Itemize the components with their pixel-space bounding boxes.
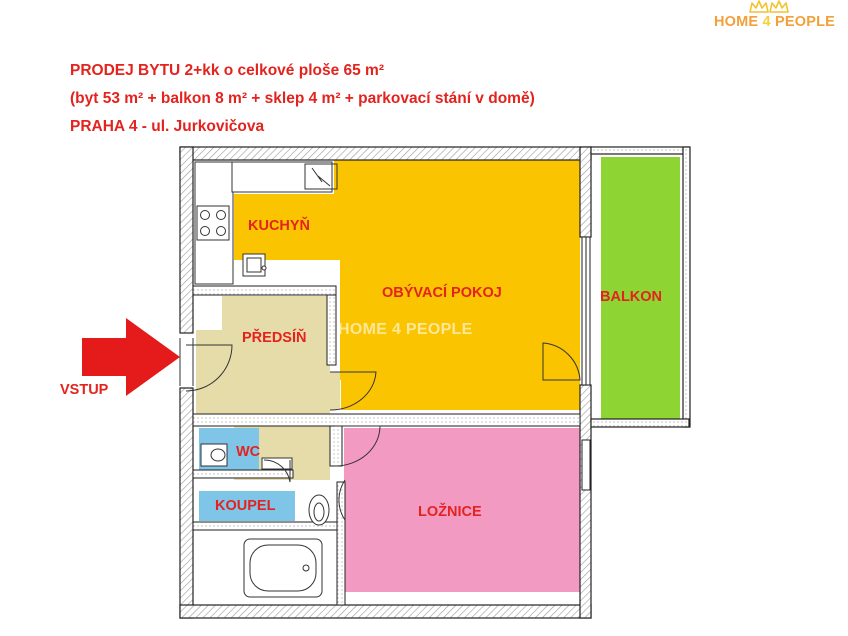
room-label-living: OBÝVACÍ POKOJ (382, 285, 502, 301)
room-label-wc: WC (236, 444, 261, 460)
bedroom-area (344, 428, 580, 592)
arrow-right-icon (82, 318, 180, 396)
watermark: HOME 4 PEOPLE (338, 321, 473, 338)
hallway-area (196, 296, 340, 480)
listing-title: PRODEJ BYTU 2+kk o celkové ploše 65 m² (70, 62, 385, 79)
location: PRAHA 4 - ul. Jurkovičova (70, 118, 265, 135)
living-room-area (341, 162, 580, 410)
balcony-area (601, 157, 680, 419)
bathroom-area (199, 491, 295, 521)
room-label-balcony: BALKON (600, 289, 663, 305)
brand-wordmark: HOME 4 PEOPLE (714, 14, 836, 30)
room-label-hallway: PŘEDSÍŇ (242, 330, 307, 346)
room-label-bedroom: LOŽNICE (418, 504, 482, 520)
brand-logo: HOME 4 PEOPLE (706, 0, 844, 34)
crown-icon (749, 0, 789, 13)
room-label-kitchen: KUCHYŇ (248, 218, 311, 234)
area-breakdown: (byt 53 m² + balkon 8 m² + sklep 4 m² + … (70, 90, 535, 107)
room-label-bathroom: KOUPEL (215, 498, 276, 514)
entry-label: VSTUP (60, 382, 109, 398)
